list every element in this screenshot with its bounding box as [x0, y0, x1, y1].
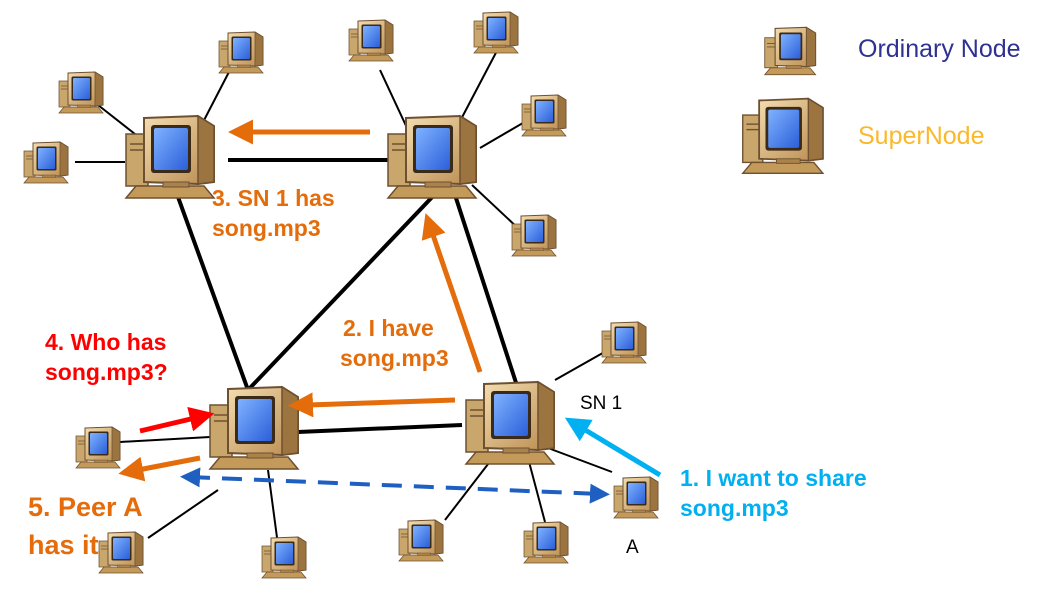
step5-label: 5. Peer A has it	[28, 492, 143, 560]
ordinary-node-computer-icon	[75, 426, 121, 469]
ordinary-node-computer-icon	[523, 521, 569, 564]
peer-a-computer-icon	[613, 476, 659, 519]
arrow-step3-relay-orange	[288, 392, 456, 418]
legend-ordinary-computer-icon	[764, 26, 817, 76]
supernode-top-right-computer-icon	[387, 115, 477, 199]
arrow-step2-orange	[421, 213, 483, 373]
supernode-sn1-computer-icon	[465, 381, 555, 465]
supernode-links	[176, 158, 522, 434]
sn1-label: SN 1	[580, 393, 623, 414]
arrow-step4-red	[139, 406, 215, 434]
legend-supernode-computer-icon	[741, 97, 824, 175]
step4-label: 4. Who has song.mp3?	[45, 329, 168, 385]
ordinary-node-computer-icon	[218, 31, 264, 74]
ordinary-node-computer-icon	[261, 536, 307, 579]
step1-label: 1. I want to share song.mp3	[680, 465, 867, 521]
ordinary-node-computer-icon	[398, 519, 444, 562]
supernode-bottom-left-computer-icon	[209, 386, 299, 470]
arrow-step1-cyan	[564, 417, 662, 478]
peer-a-label: A	[626, 537, 639, 558]
legend-ordinary-label: Ordinary Node	[858, 35, 1021, 63]
ordinary-node-computer-icon	[601, 321, 647, 364]
legend-supernode-label: SuperNode	[858, 122, 985, 150]
ordinary-node-computer-icon	[58, 71, 104, 114]
ordinary-node-computer-icon	[348, 19, 394, 62]
arrow-step5-orange	[118, 455, 201, 482]
ordinary-node-computer-icon	[473, 11, 519, 54]
arrow-transfer-dashed	[180, 467, 610, 504]
step3-label: 3. SN 1 has song.mp3	[212, 185, 335, 241]
ordinary-node-computer-icon	[511, 214, 557, 257]
ordinary-node-computer-icon	[521, 94, 567, 137]
supernode-top-left-computer-icon	[125, 115, 215, 199]
ordinary-node-computer-icon	[23, 141, 69, 184]
step2-label: 2. I have song.mp3	[340, 315, 449, 371]
